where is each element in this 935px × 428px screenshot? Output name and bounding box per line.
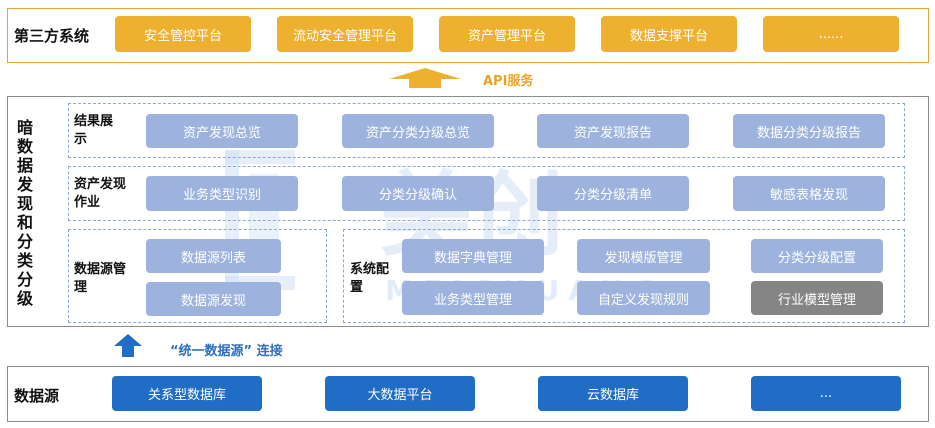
config-item-discovery-template[interactable]: 发现模版管理 xyxy=(577,239,710,273)
discovery-label: 资产发现作业 xyxy=(74,177,127,210)
datasource-mgmt-label: 数据源管理 xyxy=(74,262,127,295)
datasource-item-list[interactable]: 数据源列表 xyxy=(146,239,281,273)
third-party-item-more[interactable]: ...... xyxy=(763,16,899,52)
results-label: 结果展示 xyxy=(74,114,114,147)
results-item-asset-overview[interactable]: 资产发现总览 xyxy=(146,114,298,148)
api-service-label: API服务 xyxy=(483,74,534,89)
up-arrow-icon xyxy=(389,68,461,88)
discovery-item-business-type[interactable]: 业务类型识别 xyxy=(146,176,298,211)
connection-arrow-icon xyxy=(114,334,142,357)
dark-data-title: 暗数据发现和分类分级 xyxy=(16,118,33,308)
config-item-industry-model[interactable]: 行业模型管理 xyxy=(751,281,883,315)
datasource-cloud-db[interactable]: 云数据库 xyxy=(538,376,688,411)
datasource-mgmt-section xyxy=(68,229,327,323)
discovery-item-classification-confirm[interactable]: 分类分级确认 xyxy=(342,176,494,211)
datasource-bigdata-platform[interactable]: 大数据平台 xyxy=(325,376,475,411)
discovery-item-sensitive-table[interactable]: 敏感表格发现 xyxy=(733,176,885,211)
datasource-more[interactable]: ... xyxy=(751,376,901,411)
discovery-section xyxy=(68,166,905,221)
connection-label: “统一数据源” 连接 xyxy=(170,344,283,359)
results-item-classification-overview[interactable]: 资产分类分级总览 xyxy=(342,114,494,148)
third-party-title: 第三方系统 xyxy=(14,27,90,45)
results-section xyxy=(68,103,905,158)
results-item-asset-report[interactable]: 资产发现报告 xyxy=(537,114,689,148)
third-party-item-security-control[interactable]: 安全管控平台 xyxy=(115,16,251,52)
third-party-item-asset-management[interactable]: 资产管理平台 xyxy=(439,16,575,52)
discovery-item-classification-list[interactable]: 分类分级清单 xyxy=(537,176,689,211)
third-party-item-flow-security[interactable]: 流动安全管理平台 xyxy=(277,16,413,52)
third-party-item-data-support[interactable]: 数据支撑平台 xyxy=(601,16,737,52)
config-item-classification-config[interactable]: 分类分级配置 xyxy=(751,239,883,273)
data-sources-title: 数据源 xyxy=(14,387,60,405)
config-item-data-dictionary[interactable]: 数据字典管理 xyxy=(402,239,544,273)
config-item-custom-rules[interactable]: 自定义发现规则 xyxy=(577,281,710,315)
system-config-section xyxy=(343,229,905,323)
datasource-relational-db[interactable]: 关系型数据库 xyxy=(112,376,262,411)
config-item-business-type[interactable]: 业务类型管理 xyxy=(402,281,544,315)
system-config-label: 系统配置 xyxy=(350,262,390,295)
datasource-item-discovery[interactable]: 数据源发现 xyxy=(146,282,281,316)
results-item-classification-report[interactable]: 数据分类分级报告 xyxy=(733,114,885,148)
